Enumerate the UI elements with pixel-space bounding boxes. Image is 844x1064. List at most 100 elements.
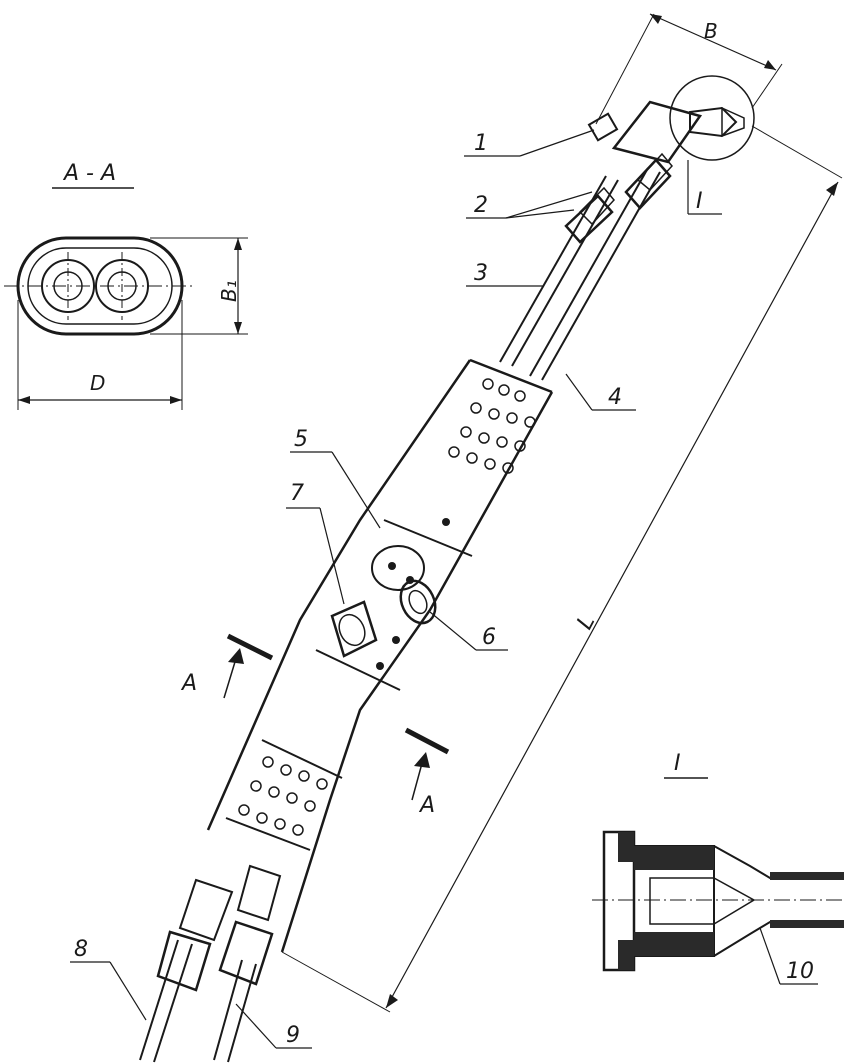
callout-5: 5 bbox=[294, 427, 308, 452]
perforation-hole bbox=[524, 416, 536, 428]
dim-b1-arrow-bottom bbox=[234, 322, 242, 334]
detail-i-title: I bbox=[674, 751, 681, 776]
cut-arrowhead-left bbox=[228, 648, 244, 664]
perforation-hole bbox=[496, 436, 508, 448]
dim-b-arrow-right bbox=[764, 60, 776, 70]
tube-8-b bbox=[153, 943, 193, 1063]
perforation-hole bbox=[280, 764, 292, 776]
valve-boss bbox=[371, 545, 425, 591]
detail-i-view: I 10 bbox=[592, 751, 844, 985]
dim-l-ext-top bbox=[751, 125, 843, 179]
dim-b-ext-left bbox=[595, 13, 655, 125]
leader-9 bbox=[235, 1003, 277, 1049]
tube-4-a bbox=[529, 167, 649, 377]
dim-b-label: B bbox=[704, 19, 718, 43]
perforation-hole bbox=[466, 452, 478, 464]
dim-b-ext-right bbox=[751, 63, 783, 109]
perforation-hole bbox=[470, 402, 482, 414]
perforation-hole bbox=[316, 778, 328, 790]
valve-knob-7[interactable] bbox=[330, 600, 378, 658]
nozzle-tip-1[interactable] bbox=[587, 112, 619, 142]
perforation-hole bbox=[238, 804, 250, 816]
dim-l-label: L bbox=[573, 611, 601, 634]
body-divider-3 bbox=[261, 739, 343, 779]
cut-arrowhead-right bbox=[414, 752, 430, 768]
section-cut-markers: А А bbox=[180, 633, 450, 818]
callout-1: 1 bbox=[474, 131, 488, 156]
dim-d-arrow-right bbox=[170, 396, 182, 404]
valve-screw bbox=[388, 562, 396, 570]
cut-mark-right bbox=[404, 727, 450, 755]
callout-6: 6 bbox=[482, 625, 496, 650]
leader-1 bbox=[519, 129, 595, 157]
leader-2b bbox=[505, 191, 593, 219]
perforation-hole bbox=[292, 824, 304, 836]
tube-3-b bbox=[511, 179, 619, 367]
dim-l-ext-bottom bbox=[281, 951, 391, 1013]
body-divider-1 bbox=[383, 519, 473, 557]
detail-hatch-top bbox=[634, 846, 714, 870]
perforation-hole bbox=[304, 800, 316, 812]
upper-nut-2a-hex bbox=[578, 186, 615, 226]
body-divider-2 bbox=[315, 649, 401, 691]
detail-inner-cone bbox=[649, 877, 756, 925]
callout-4: 4 bbox=[608, 385, 622, 410]
leader-7 bbox=[319, 507, 345, 605]
detail-i-marker: I bbox=[696, 189, 703, 214]
dim-b-line bbox=[649, 13, 777, 71]
leader-10 bbox=[759, 927, 781, 985]
lower-nut-9 bbox=[236, 864, 282, 922]
perforation-hole bbox=[482, 378, 494, 390]
callout-2: 2 bbox=[474, 193, 488, 218]
perforation-hole bbox=[514, 440, 526, 452]
perforation-hole bbox=[484, 458, 496, 470]
dim-l-line bbox=[385, 181, 839, 1009]
tube-3-a bbox=[499, 175, 607, 363]
leader-6 bbox=[429, 611, 477, 651]
dim-d-label: D bbox=[90, 371, 105, 395]
body-top-cap bbox=[469, 358, 553, 394]
upper-nut-2b bbox=[624, 158, 672, 210]
leader-4 bbox=[565, 373, 593, 411]
perforation-hole bbox=[448, 446, 460, 458]
dim-b-arrow-left bbox=[650, 14, 662, 24]
head-cone bbox=[721, 106, 745, 138]
cut-mark-left bbox=[226, 633, 274, 661]
dim-b1-arrow-top bbox=[234, 238, 242, 250]
tube-9-b bbox=[227, 963, 257, 1063]
detail-hatch-nut-top bbox=[618, 832, 634, 862]
perforation-hole bbox=[274, 818, 286, 830]
tube-9-a bbox=[213, 959, 243, 1061]
perforation-hole bbox=[298, 770, 310, 782]
upper-nut-2a bbox=[564, 194, 614, 244]
dim-b1-label: B₁ bbox=[217, 280, 241, 302]
detail-i-circle bbox=[669, 75, 755, 161]
perforation-hole bbox=[478, 432, 490, 444]
body-rivet bbox=[392, 636, 400, 644]
perforation-hole bbox=[262, 756, 274, 768]
tube-8-a bbox=[139, 939, 179, 1061]
body-rivet bbox=[376, 662, 384, 670]
body-divider-4 bbox=[225, 817, 311, 851]
cut-label-left: А bbox=[180, 671, 197, 696]
valve-knob-6[interactable] bbox=[394, 575, 442, 628]
leader-5 bbox=[331, 451, 381, 529]
section-view-a-a: А - А B₁ D bbox=[4, 161, 248, 410]
valve-knob-6-body bbox=[399, 579, 437, 625]
perforation-hole bbox=[268, 786, 280, 798]
torch-head bbox=[611, 100, 703, 164]
section-view-title: А - А bbox=[62, 161, 116, 186]
detail-tube-wall-top bbox=[770, 872, 844, 880]
detail-tube-wall-bottom bbox=[770, 920, 844, 928]
perforation-hole bbox=[250, 780, 262, 792]
body-right-edge bbox=[280, 391, 554, 953]
callout-3: 3 bbox=[474, 261, 488, 286]
dim-b: B bbox=[595, 13, 783, 125]
leader-8 bbox=[109, 961, 147, 1021]
callouts: 1 2 3 4 5 6 7 8 9 I bbox=[70, 129, 722, 1049]
valve-knob-7-center bbox=[338, 613, 366, 647]
callout-9: 9 bbox=[286, 1023, 300, 1048]
perforation-hole bbox=[488, 408, 500, 420]
perforation-hole bbox=[460, 426, 472, 438]
